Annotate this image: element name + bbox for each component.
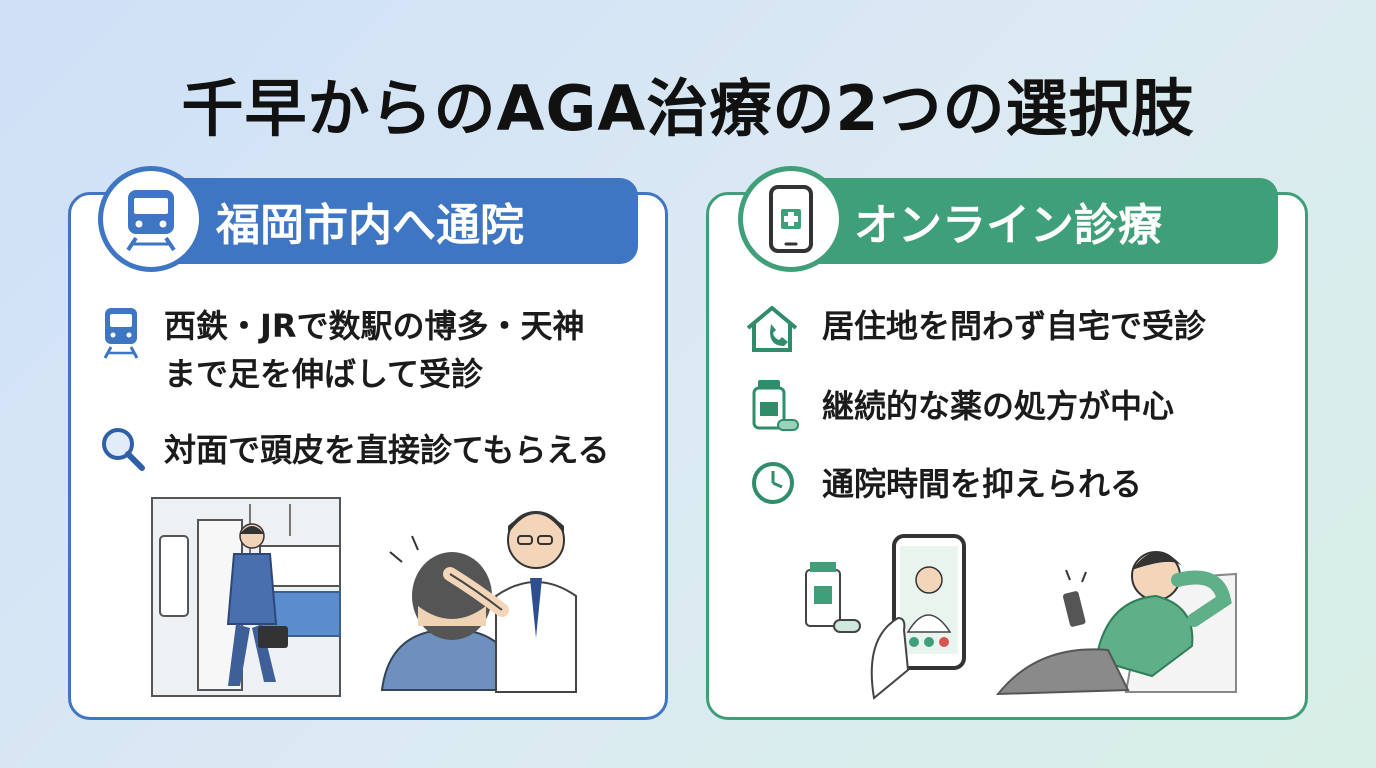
video-call-illustration	[805, 534, 966, 700]
clinic-item-access: 西鉄・JRで数駅の博多・天神 まで足を伸ばして受診	[164, 307, 585, 393]
clinic-item-direct-exam: 対面で頭皮を直接診てもらえる	[164, 431, 610, 469]
train-icon	[103, 308, 139, 359]
clinic-visit-heading: 福岡市内へ通院	[120, 178, 638, 264]
clock-icon	[752, 462, 794, 504]
doctor-scalp-exam-illustration	[380, 511, 577, 693]
clinic-visit-badge	[98, 166, 204, 272]
online-item-prescription: 継続的な薬の処方が中心	[822, 387, 1175, 425]
magnifier-icon	[102, 428, 145, 471]
medicine-bottle-icon	[752, 380, 799, 431]
online-item-anywhere: 居住地を問わず自宅で受診	[822, 307, 1207, 345]
page-title: 千早からのAGA治療の2つの選択肢	[181, 72, 1195, 145]
train-icon	[126, 190, 176, 252]
commuter-train-illustration	[151, 497, 341, 697]
smartphone-medical-icon	[769, 185, 813, 253]
online-item-time-saving: 通院時間を抑えられる	[822, 465, 1143, 503]
online-consult-card	[706, 192, 1308, 720]
online-consult-badge	[738, 166, 844, 272]
online-consult-heading: オンライン診療	[760, 178, 1278, 264]
house-phone-icon	[746, 306, 798, 352]
relaxing-man-illustration	[996, 551, 1237, 696]
